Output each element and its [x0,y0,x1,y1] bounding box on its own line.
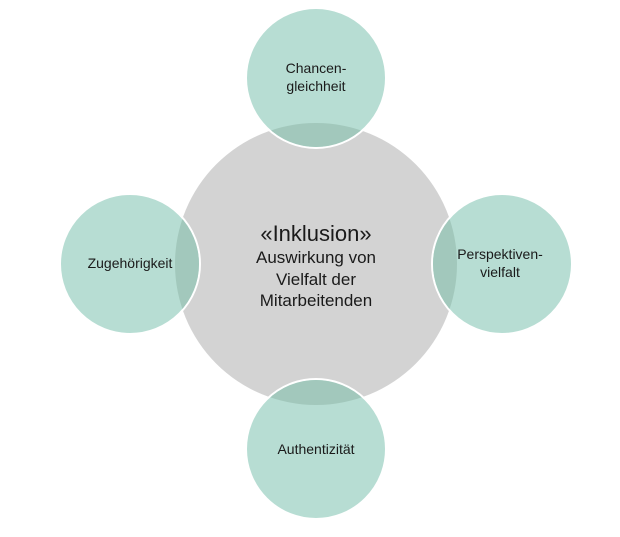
satellite-label-top: Chancen- gleichheit [286,60,347,96]
center-title: «Inklusion» [260,220,372,246]
satellite-circles [59,7,573,520]
center-line-2: Vielfalt der [275,269,357,289]
satellite-circle-bottom [245,378,387,520]
satellite-right-line-2: vielfalt [480,264,520,280]
satellite-bottom-line-1: Authentizität [277,441,355,458]
center-line-3: Mitarbeitenden [259,290,373,310]
satellite-label-right: Perspektiven- vielfalt [457,246,543,282]
satellite-left-line-1: Zugehörigkeit [87,255,173,272]
center-line-1: Auswirkung von [255,248,377,268]
satellite-right-line-1: Perspektiven- [457,246,543,263]
satellite-circle-right [431,193,573,335]
center-circle [175,123,457,405]
satellite-label-bottom: Authentizität [277,441,354,459]
satellite-circle-left [59,193,201,335]
satellite-top-line-2: gleichheit [286,78,346,94]
center-label: «Inklusion» Auswirkung von Vielfalt der … [256,221,376,311]
satellite-top-line-1: Chancen- [285,60,347,77]
satellite-label-left: Zugehörigkeit [88,255,173,273]
satellite-circle-top [245,7,387,149]
